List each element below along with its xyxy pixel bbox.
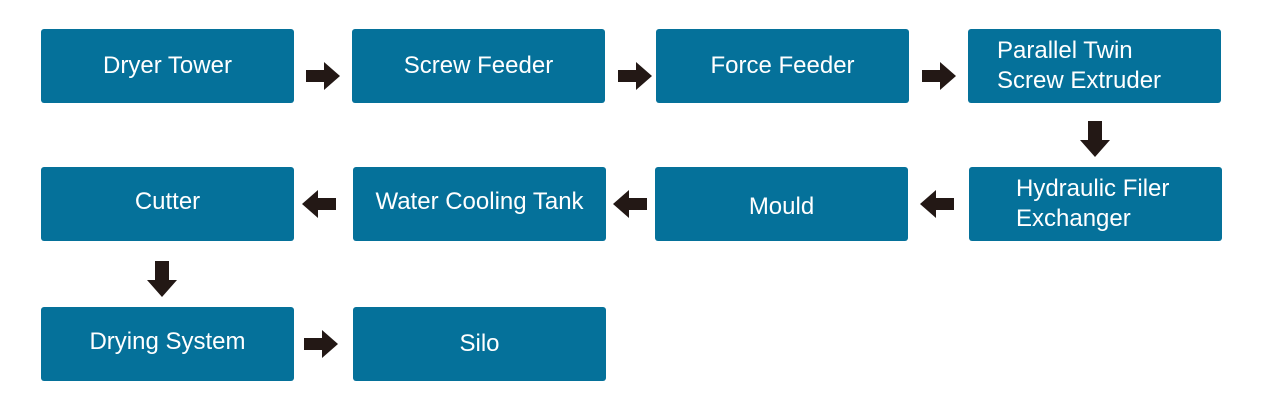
arrow-left-icon: [920, 190, 954, 218]
step-label: Force Feeder: [710, 52, 855, 79]
step-force-feeder: Force Feeder: [656, 29, 909, 103]
step-label: Drying System: [89, 328, 246, 355]
step-silo: Silo: [353, 307, 606, 381]
step-label: Cutter: [134, 188, 201, 215]
step-label: Parallel Twin Screw Extruder: [997, 37, 1162, 94]
step-label: Silo: [459, 330, 500, 357]
step-label: Water Cooling Tank: [375, 188, 584, 215]
arrow-left-icon: [613, 190, 647, 218]
arrow-right-icon: [304, 330, 338, 358]
step-parallel-twin-screw-extruder: Parallel Twin Screw Extruder: [968, 29, 1221, 103]
arrow-left-icon: [302, 190, 336, 218]
step-label: Screw Feeder: [403, 52, 554, 79]
step-label: Mould: [748, 193, 815, 220]
step-screw-feeder: Screw Feeder: [352, 29, 605, 103]
step-hydraulic-filer-exchanger: Hydraulic Filer Exchanger: [969, 167, 1222, 241]
arrow-down-icon: [1080, 121, 1110, 157]
arrow-right-icon: [922, 62, 956, 90]
step-mould: Mould: [655, 167, 908, 241]
arrow-right-icon: [618, 62, 652, 90]
arrow-right-icon: [306, 62, 340, 90]
step-cutter: Cutter: [41, 167, 294, 241]
step-water-cooling-tank: Water Cooling Tank: [353, 167, 606, 241]
step-dryer-tower: Dryer Tower: [41, 29, 294, 103]
arrow-down-icon: [147, 261, 177, 297]
step-label: Dryer Tower: [103, 52, 232, 79]
step-label: Hydraulic Filer Exchanger: [1016, 175, 1170, 232]
step-drying-system: Drying System: [41, 307, 294, 381]
